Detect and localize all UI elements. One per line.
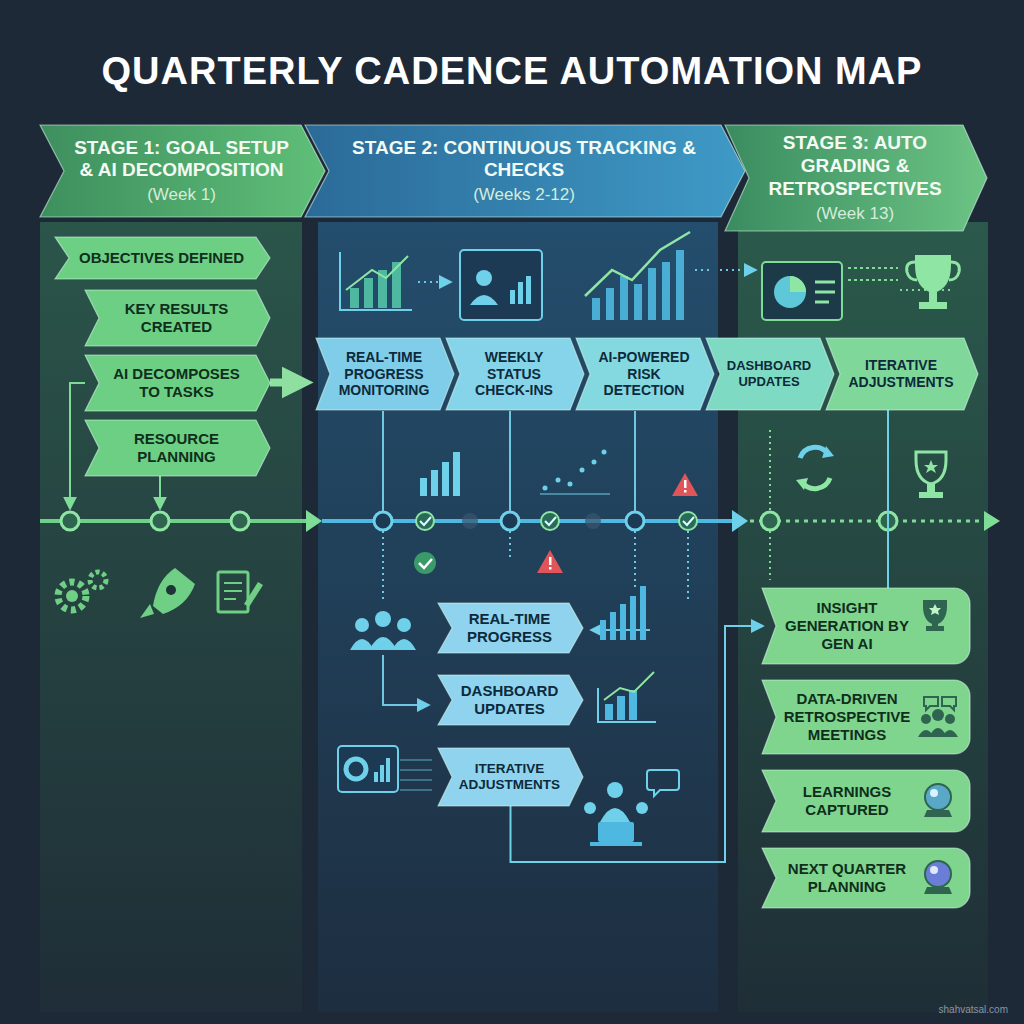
box-label: WEEKLY STATUS CHECK-INS <box>466 349 562 399</box>
text-group: ITERATIVE ADJUSTMENTS <box>846 357 956 391</box>
text-group: KEY RESULTS CREATED <box>105 300 248 336</box>
text-group: LEARNINGS CAPTURED <box>782 783 912 819</box>
box-label: STAGE 3: AUTO GRADING & RETROSPECTIVES <box>755 132 955 200</box>
text-group: RESOURCE PLANNING <box>105 430 248 466</box>
box-label: DASHBOARD UPDATES <box>458 682 561 718</box>
shape-fill <box>762 770 970 832</box>
shape-fill <box>438 603 583 653</box>
box-label: DASHBOARD UPDATES <box>726 358 812 389</box>
box-label: RESOURCE PLANNING <box>105 430 248 466</box>
shape-fill <box>762 848 970 908</box>
process-chevron: AI DECOMPOSES TO TASKS <box>85 355 270 411</box>
warning-icons <box>537 473 698 573</box>
shape-fill <box>826 338 978 410</box>
shape-fill <box>85 355 270 411</box>
box-label: LEARNINGS CAPTURED <box>782 783 912 819</box>
outcome-tag: NEXT QUARTER PLANNING <box>762 848 970 908</box>
box-sublabel: (Weeks 2-12) <box>335 185 713 205</box>
outcome-tag: INSIGHT GENERATION BY GEN AI <box>762 588 970 664</box>
shape-fill <box>316 338 454 410</box>
text-group: DATA-DRIVEN RETROSPECTIVE MEETINGS <box>782 690 912 744</box>
stage-header: STAGE 3: AUTO GRADING & RETROSPECTIVES (W… <box>725 125 987 231</box>
text-group: REAL-TIME PROGRESS MONITORING <box>336 349 432 399</box>
crystal-ball-icon <box>924 861 952 894</box>
box-label: ITERATIVE ADJUSTMENTS <box>458 761 561 793</box>
process-chevron: RESOURCE PLANNING <box>85 420 270 476</box>
box-label: DATA-DRIVEN RETROSPECTIVE MEETINGS <box>782 690 912 744</box>
shape-fill <box>706 338 834 410</box>
shape-fill <box>762 680 970 754</box>
check-marks <box>414 512 697 574</box>
box-label: STAGE 1: GOAL SETUP & AI DECOMPOSITION <box>70 137 293 183</box>
shape-fill <box>85 420 270 476</box>
text-group: REAL-TIME PROGRESS <box>458 610 561 646</box>
box-sublabel: (Week 13) <box>755 204 955 224</box>
timeline <box>40 510 1000 532</box>
process-chevron: REAL-TIME PROGRESS MONITORING <box>316 338 454 410</box>
flow-connector <box>511 626 763 862</box>
shape-fill <box>762 588 970 664</box>
box-label: OBJECTIVES DEFINED <box>75 249 248 267</box>
box-label: ITERATIVE ADJUSTMENTS <box>846 357 956 391</box>
process-chevron: REAL-TIME PROGRESS <box>438 603 583 653</box>
process-chevron: AI-POWERED RISK DETECTION <box>576 338 714 410</box>
shape-fill <box>55 237 270 279</box>
text-group: STAGE 2: CONTINUOUS TRACKING & CHECKS(We… <box>335 137 713 206</box>
text-group: STAGE 3: AUTO GRADING & RETROSPECTIVES (W… <box>755 132 955 224</box>
chart-icons <box>338 232 690 792</box>
box-label: REAL-TIME PROGRESS MONITORING <box>336 349 432 399</box>
box-sublabel: (Week 1) <box>70 185 293 205</box>
text-group: AI-POWERED RISK DETECTION <box>596 349 692 399</box>
process-chevron: WEEKLY STATUS CHECK-INS <box>446 338 584 410</box>
text-group: NEXT QUARTER PLANNING <box>782 860 912 896</box>
process-chevron: ITERATIVE ADJUSTMENTS <box>438 748 583 806</box>
process-chevron: DASHBOARD UPDATES <box>438 675 583 725</box>
text-group: WEEKLY STATUS CHECK-INS <box>466 349 562 399</box>
box-label: STAGE 2: CONTINUOUS TRACKING & CHECKS <box>335 137 713 183</box>
box-label: KEY RESULTS CREATED <box>105 300 248 336</box>
text-group: AI DECOMPOSES TO TASKS <box>105 365 248 401</box>
shape-fill <box>446 338 584 410</box>
column-panels <box>40 222 988 1012</box>
process-chevron: DASHBOARD UPDATES <box>706 338 834 410</box>
shape-fill <box>85 290 270 346</box>
outcome-tag: DATA-DRIVEN RETROSPECTIVE MEETINGS <box>762 680 970 754</box>
shape-fill <box>438 675 583 725</box>
shape-fill <box>305 125 745 217</box>
process-chevron: KEY RESULTS CREATED <box>85 290 270 346</box>
diagram-title: QUARTERLY CADENCE AUTOMATION MAP <box>0 50 1024 93</box>
text-group: ITERATIVE ADJUSTMENTS <box>458 761 561 793</box>
crystal-ball-icon <box>924 784 952 817</box>
shape-fill <box>438 748 583 806</box>
text-group: DASHBOARD UPDATES <box>726 358 812 389</box>
text-group: INSIGHT GENERATION BY GEN AI <box>782 599 912 653</box>
shape-fill <box>40 125 325 217</box>
stage-header: STAGE 2: CONTINUOUS TRACKING & CHECKS(We… <box>305 125 745 217</box>
process-chevron: OBJECTIVES DEFINED <box>55 237 270 279</box>
box-label: INSIGHT GENERATION BY GEN AI <box>782 599 912 653</box>
meeting-icon <box>918 697 958 737</box>
flow-connector <box>887 410 889 588</box>
box-label: NEXT QUARTER PLANNING <box>782 860 912 896</box>
shape-fill <box>576 338 714 410</box>
text-group: OBJECTIVES DEFINED <box>75 249 248 267</box>
text-group: STAGE 1: GOAL SETUP & AI DECOMPOSITION(W… <box>70 137 293 206</box>
flow-connector <box>270 379 304 387</box>
trophy-icon <box>923 600 947 631</box>
stage-header: STAGE 1: GOAL SETUP & AI DECOMPOSITION(W… <box>40 125 325 217</box>
box-label: REAL-TIME PROGRESS <box>458 610 561 646</box>
shape-fill <box>725 125 987 231</box>
watermark: shahvatsal.com <box>939 1004 1008 1015</box>
box-label: AI-POWERED RISK DETECTION <box>596 349 692 399</box>
text-group: DASHBOARD UPDATES <box>458 682 561 718</box>
process-chevron: ITERATIVE ADJUSTMENTS <box>826 338 978 410</box>
stage1-icons <box>58 568 263 620</box>
box-label: AI DECOMPOSES TO TASKS <box>105 365 248 401</box>
outcome-tag: LEARNINGS CAPTURED <box>762 770 970 832</box>
